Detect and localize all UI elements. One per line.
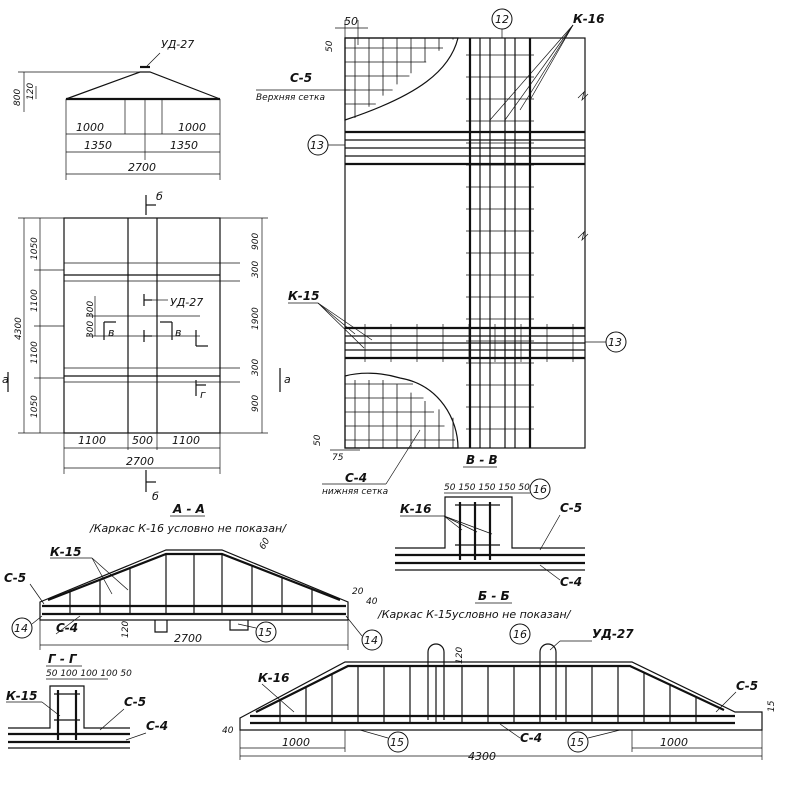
section-bb: Б - Б /Каркас К-15условно не показан/ 16… [222,589,777,763]
bb-dim-left: 1000 [282,736,310,749]
aa-mark-14-right: 14 [364,634,378,647]
detail-c4-note: нижняя сетка [322,487,388,497]
bb-ud27-label: УД-27 [592,627,634,641]
bb-dim-40: 40 [222,726,234,736]
aa-dim-h: 120 [121,621,131,638]
plan-ud27-label: УД-27 [170,296,203,309]
plan-bottom-dim-2: 500 [132,434,153,447]
bb-dim-15: 15 [767,700,777,712]
gg-title: Г - Г [48,652,78,666]
elev-h-edge: 120 [26,83,36,100]
bb-title: Б - Б [478,589,510,603]
elev-ud27-label: УД-27 [161,38,194,51]
aa-k15-label: К-15 [50,545,82,559]
detail-c5-note: Верхняя сетка [256,93,325,103]
plan-left-dim-2: 1100 [30,289,40,312]
plan-cut-v-right: в [175,326,181,339]
plan-cut-a-left: а [2,373,9,386]
plan-bottom-total: 2700 [126,455,154,468]
elev-dim-1350-left: 1350 [84,139,112,152]
top-elevation: УД-27 800 120 1000 1000 1350 1350 2700 [13,38,221,180]
detail-dim-side: 50 [325,40,335,52]
upper-mesh-c5 [344,37,459,121]
plan-left-dim-4: 1050 [30,395,40,418]
vv-mark-16: 16 [533,483,547,496]
plan-view: б б а а в в г УД-27 300 300 [2,190,291,503]
aa-title: А - А [172,502,205,516]
bb-mark-16: 16 [513,628,527,641]
bb-dim-total: 4300 [468,750,496,763]
vv-title: В - В [466,453,498,467]
plan-cut-b-bottom: б [152,490,159,503]
plan-left-dim-1: 1050 [30,237,40,260]
plan-bottom-dim-3: 1100 [172,434,200,447]
elev-dim-1000-left: 1000 [76,121,104,134]
detail-mark-12: 12 [495,13,509,26]
detail-mark-13-bottom: 13 [608,336,622,349]
detail-k15-label: К-15 [288,289,320,303]
plan-bottom-dim-1: 1100 [78,434,106,447]
plan-right-dim-5: 900 [251,395,261,412]
plan-right-dim-2: 300 [251,261,261,278]
aa-dim-top: 60 [258,536,273,551]
section-aa: А - А /Каркас К-16 условно не показан/ К… [4,502,383,651]
horizontal-frame-k15-bottom [345,324,585,362]
gg-k15-label: К-15 [6,689,38,703]
gg-dims: 50 100 100 100 50 [46,669,132,679]
elev-h-total: 800 [13,89,23,106]
vertical-frame-k16 [466,38,534,448]
section-vv: В - В 50 150 150 150 50 16 К-16 С-5 С-4 [395,453,585,589]
aa-note: /Каркас К-16 условно не показан/ [89,522,287,535]
horizontal-frame-k15-top [345,130,585,166]
bb-mark-15-right: 15 [570,736,584,749]
bb-dim-right: 1000 [660,736,688,749]
detail-dim-bottom-side: 50 [313,434,323,446]
aa-mark-15: 15 [258,626,272,639]
detail-c5-label: С-5 [290,71,312,85]
bb-k16-label: К-16 [258,671,290,685]
vv-dims: 50 150 150 150 50 [444,483,530,493]
reinforcement-detail: 50 50 12 К-16 С-5 Верхняя сетка 13 13 К-… [256,8,627,497]
bb-c5-label: С-5 [736,679,758,693]
plan-right-dim-4: 300 [251,359,261,376]
plan-left-dim-3: 1100 [30,341,40,364]
bb-note: /Каркас К-15условно не показан/ [377,608,572,621]
detail-mark-13-top: 13 [310,139,324,152]
vv-c4-label: С-4 [560,575,582,589]
vv-c5-label: С-5 [560,501,582,515]
plan-small-dim-2: 300 [86,321,96,338]
vv-k16-label: К-16 [400,502,432,516]
bb-c4-label: С-4 [520,731,542,745]
detail-k16-label: К-16 [573,12,605,26]
plan-small-dim-1: 300 [86,301,96,318]
aa-dim-total: 2700 [174,632,202,645]
bb-dim-120: 120 [455,647,465,664]
detail-c4-label: С-4 [345,471,367,485]
detail-dim-bottom: 75 [332,453,344,463]
plan-right-dim-1: 900 [251,233,261,250]
plan-left-total: 4300 [14,317,24,340]
gg-c5-label: С-5 [124,695,146,709]
aa-mark-14-left: 14 [14,622,28,635]
detail-dim-top: 50 [344,15,358,28]
aa-dim-r1: 20 [352,587,364,597]
aa-c5-label: С-5 [4,571,26,585]
gg-c4-label: С-4 [146,719,168,733]
section-gg: Г - Г 50 100 100 100 50 К-15 С-5 С-4 [6,652,168,749]
plan-cut-g-bottom: г [200,388,206,401]
elev-dim-1350-right: 1350 [170,139,198,152]
elev-dim-total: 2700 [128,161,156,174]
bb-mark-15-left: 15 [390,736,404,749]
plan-cut-b-top: б [156,190,163,203]
aa-dim-r2: 40 [366,597,378,607]
plan-cut-a-right: а [284,373,291,386]
aa-c4-label: С-4 [56,621,78,635]
plan-right-dim-3: 1900 [251,307,261,330]
elev-dim-1000-right: 1000 [178,121,206,134]
lower-mesh-c4 [344,372,459,449]
plan-cut-v-left: в [108,326,114,339]
